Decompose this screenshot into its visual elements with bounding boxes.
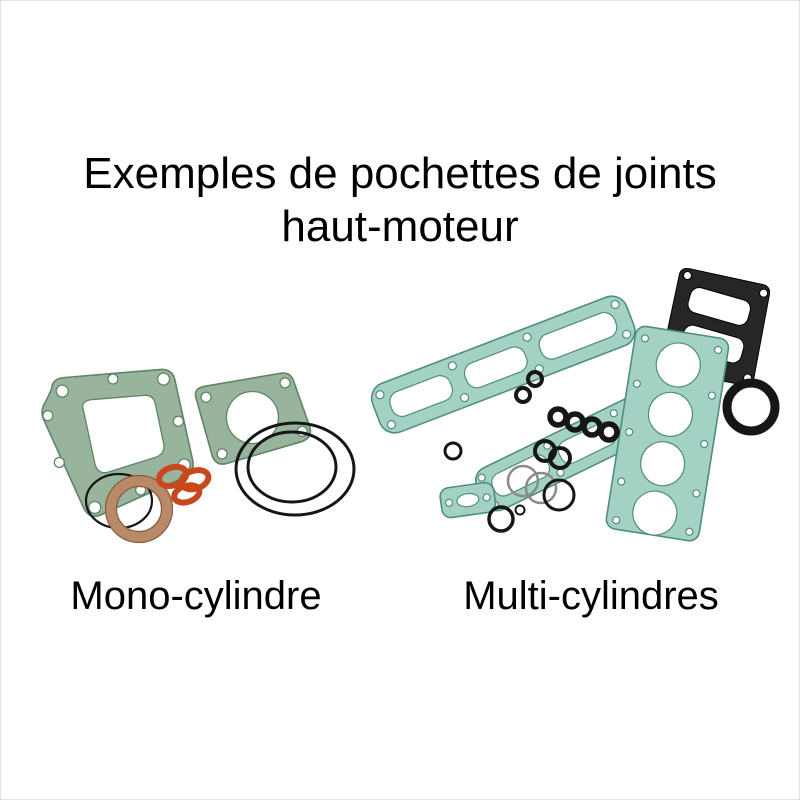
head-gasket-4-bores bbox=[605, 325, 730, 542]
large-o-rings bbox=[234, 421, 356, 517]
valve-stem-seals bbox=[547, 406, 620, 443]
small-seals-mid bbox=[514, 370, 544, 404]
multi-cylinder-label: Multi-cylindres bbox=[463, 574, 719, 618]
valve-cover-gasket-1 bbox=[370, 295, 636, 434]
orange-exhaust-gaskets bbox=[156, 463, 212, 506]
dark-seal-ring bbox=[722, 378, 780, 436]
mono-cylinder-label: Mono-cylindre bbox=[70, 574, 322, 618]
small-o-rings bbox=[533, 439, 572, 470]
shim-washers bbox=[506, 464, 576, 512]
mono-cylinder-gasket-illustration bbox=[41, 368, 356, 544]
copper-exhaust-washer bbox=[104, 474, 174, 544]
oil-seal-and-washer bbox=[487, 504, 526, 533]
title-line-1: Exemples de pochettes de joints bbox=[83, 149, 717, 198]
small-teal-gasket bbox=[439, 481, 497, 519]
mono-cylinder-figure bbox=[23, 353, 358, 563]
multi-cylinder-figure bbox=[353, 259, 783, 549]
small-o-ring-left bbox=[443, 441, 463, 461]
multi-cylinder-gasket-illustration bbox=[370, 268, 780, 542]
title-line-2: haut-moteur bbox=[281, 202, 519, 251]
page-title: Exemples de pochettes de joints haut-mot… bbox=[1, 147, 799, 253]
